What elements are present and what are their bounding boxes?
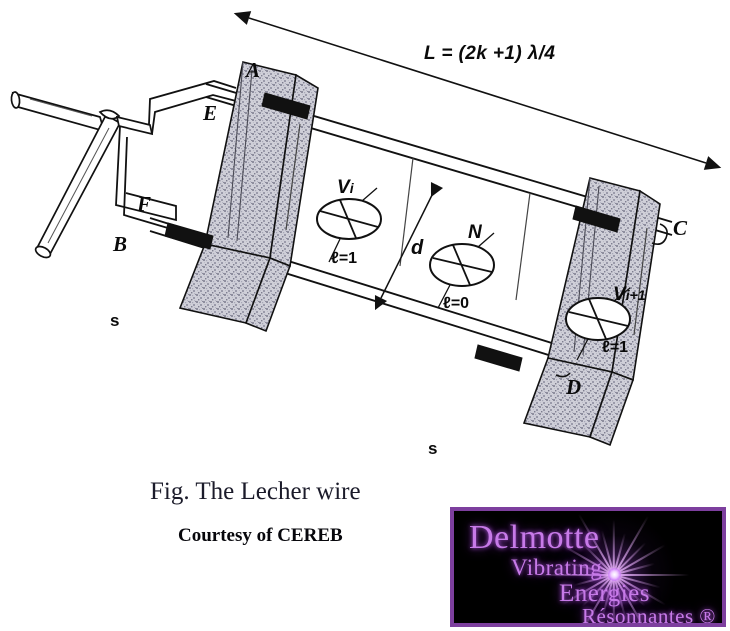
oscillator-symbol-text-vi1: V: [613, 284, 626, 305]
oscillator-label-vi: Vi: [337, 178, 354, 197]
oscillator-symbol-text-n: N: [468, 222, 482, 243]
feed-handle-assembly: [10, 91, 154, 259]
logo-line-energies: Energies: [559, 580, 651, 607]
oscillator-symbol-vi1: [565, 287, 631, 361]
oscillator-subscript-vi1: i+1: [625, 287, 646, 303]
length-dimension-line: [233, 11, 722, 170]
node-label-d: D: [566, 375, 582, 399]
separation-label-d: d: [411, 237, 424, 259]
contact-blocks: [164, 92, 621, 372]
support-slab-left: [178, 61, 319, 333]
oscillator-ell-vi1: ℓ=1: [602, 339, 629, 356]
oscillator-symbol-vi: [316, 187, 382, 263]
oscillator-subscript-vi: i: [349, 180, 354, 196]
separation-dimension-arrow: [374, 182, 444, 311]
support-label-left: s: [110, 311, 120, 330]
logo-background: Delmotte Vibrating Energies Résonnantes …: [454, 511, 722, 623]
terminal-hooks: [555, 223, 668, 378]
oscillator-label-n: N: [468, 223, 482, 242]
logo-line-vibrating: Vibrating: [511, 555, 603, 580]
support-label-right: s: [428, 439, 438, 458]
oscillator-ell-n: ℓ=0: [443, 295, 470, 312]
oscillator-symbol-text-vi: V: [337, 177, 350, 198]
oscillator-symbol-n: [429, 232, 495, 309]
oscillator-label-vi1: Vi+1: [613, 285, 646, 304]
node-label-e: E: [203, 101, 218, 125]
formula-label: L = (2k +1) λ/4: [424, 43, 556, 64]
node-label-f: F: [137, 192, 152, 216]
feed-handle-highlights: [29, 98, 110, 244]
node-label-b: B: [113, 232, 128, 256]
node-label-a: A: [246, 58, 261, 82]
delmotte-logo: Delmotte Vibrating Energies Résonnantes …: [450, 507, 726, 627]
logo-line-delmotte: Delmotte: [469, 519, 600, 556]
light-burst-core: [607, 567, 621, 581]
node-label-c: C: [673, 216, 688, 240]
wire-left-bends: [115, 80, 237, 232]
figure-credit: Courtesy of CEREB: [178, 525, 343, 546]
oscillator-ell-vi: ℓ=1: [331, 250, 358, 267]
logo-line-resonnantes: Résonnantes ®: [582, 604, 716, 627]
figure-caption: Fig. The Lecher wire: [150, 478, 361, 505]
